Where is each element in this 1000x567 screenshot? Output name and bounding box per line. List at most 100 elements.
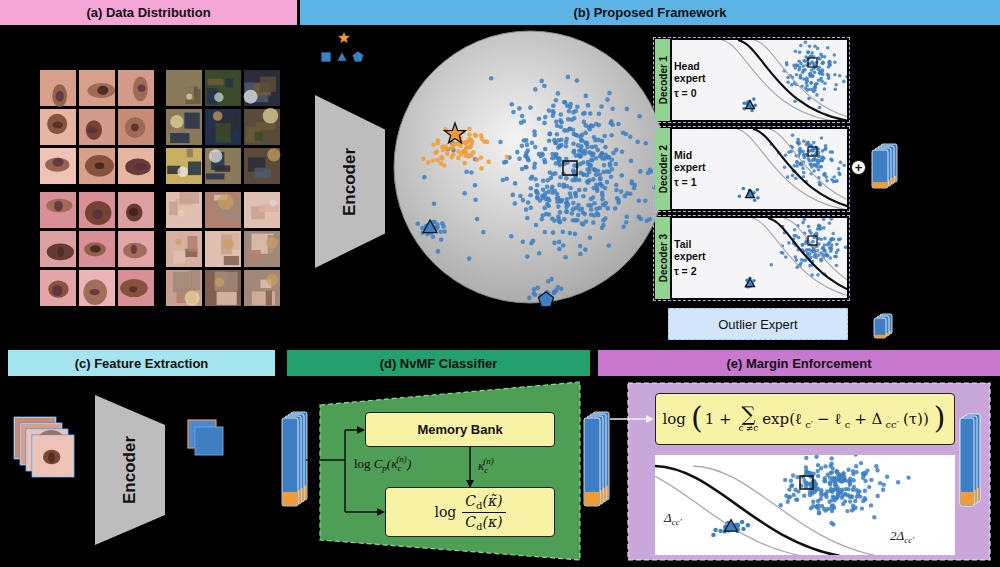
image-detail	[209, 220, 225, 227]
margin-curve	[754, 40, 847, 120]
feature-dot	[796, 489, 800, 493]
feature-dot	[718, 529, 722, 533]
feature-dot	[561, 243, 566, 248]
feature-dot	[520, 114, 525, 119]
feature-dot	[467, 132, 472, 137]
flow-arrow	[345, 429, 364, 431]
feature-dot	[742, 187, 746, 191]
decoder-tab: Decoder 1	[655, 39, 670, 121]
feature-dot	[559, 287, 564, 292]
feature-dot	[559, 112, 564, 117]
feature-dot	[575, 104, 580, 109]
feature-dot	[839, 161, 843, 165]
feature-dot	[473, 133, 478, 138]
math-text: + Δ	[854, 410, 882, 428]
feature-dot	[456, 156, 461, 161]
section-title: (a) Data Distribution	[86, 5, 210, 20]
image-thumbnail	[205, 148, 241, 184]
lesion-blob	[87, 83, 115, 98]
feature-dot	[525, 143, 530, 148]
feature-dot	[799, 162, 803, 166]
feature-dot	[823, 464, 827, 468]
feature-dot	[814, 86, 818, 90]
feature-dot	[440, 145, 445, 150]
feature-dot	[576, 213, 581, 218]
image-thumbnail	[79, 109, 115, 145]
feature-dot	[809, 506, 813, 510]
feature-dot	[822, 218, 826, 221]
image-detail	[184, 113, 199, 129]
feature-dot	[859, 461, 863, 465]
feature-dot	[504, 176, 509, 181]
feature-dot	[566, 75, 571, 80]
feature-dot	[804, 60, 808, 64]
feature-dot	[526, 200, 531, 205]
feature-dot	[573, 132, 578, 137]
feature-dot	[547, 132, 552, 137]
image-detail	[185, 291, 200, 306]
feature-dot	[795, 160, 799, 164]
feature-dot	[819, 466, 823, 470]
feature-dot	[556, 204, 561, 209]
margin-curve	[769, 129, 847, 209]
feature-dot	[458, 144, 463, 149]
feature-dot	[802, 494, 806, 498]
feature-dot	[794, 49, 798, 53]
feature-dot	[783, 478, 787, 482]
feature-dot	[602, 134, 607, 139]
feature-dot	[548, 132, 553, 137]
feature-dot	[839, 479, 843, 483]
feature-stack-tail	[873, 182, 887, 188]
image-detail	[224, 256, 239, 265]
feature-dot	[603, 145, 608, 150]
section-title: (d) NvMF Classifier	[380, 356, 498, 371]
feature-dot	[524, 138, 529, 143]
feature-dot	[479, 166, 484, 171]
feature-dot	[578, 135, 583, 140]
memory-bank-box: Memory Bank	[365, 412, 555, 447]
plus-sign: +	[855, 161, 863, 174]
feature-dot	[590, 153, 595, 158]
feature-dot	[845, 75, 847, 79]
math-text: cc′	[904, 535, 914, 545]
feature-dot	[588, 163, 593, 168]
feature-dot	[435, 158, 440, 163]
feature-dot	[643, 199, 648, 204]
feature-dot	[564, 176, 569, 181]
feature-dot	[833, 53, 837, 57]
feature-dot	[629, 159, 634, 164]
feature-dot	[807, 157, 811, 161]
lesion-blob	[126, 204, 143, 222]
lesion-core	[56, 91, 64, 102]
feature-dot	[541, 187, 546, 192]
image-detail	[225, 78, 233, 87]
feature-dot	[593, 144, 598, 149]
feature-dot	[820, 158, 824, 162]
feature-dot	[813, 164, 817, 168]
feature-dot	[812, 62, 816, 66]
feature-dot	[817, 155, 821, 159]
feature-dot	[798, 51, 802, 55]
image-thumbnail	[118, 231, 154, 267]
feature-dot	[795, 498, 799, 502]
fraction: Cd(κ̃)Cd(κ)	[462, 493, 505, 532]
feature-dot	[498, 140, 503, 145]
lesion-core	[92, 209, 102, 219]
feature-dot	[819, 258, 823, 262]
square-icon	[321, 52, 331, 62]
feature-dot	[837, 171, 841, 175]
feature-dot	[835, 243, 839, 247]
feature-dot	[599, 104, 604, 109]
feature-dot	[568, 102, 573, 107]
feature-dot	[557, 157, 562, 162]
math-text: c	[845, 419, 851, 430]
plot-content	[745, 218, 847, 298]
feature-dot	[807, 225, 811, 229]
feature-dot	[467, 256, 472, 261]
feature-dot	[837, 238, 841, 242]
feature-dot	[571, 142, 576, 147]
formula-box: logCd(κ̃)Cd(κ)	[385, 487, 555, 537]
feature-dot	[637, 198, 642, 203]
math-text: c′	[805, 419, 813, 430]
math-text: d	[476, 500, 482, 511]
